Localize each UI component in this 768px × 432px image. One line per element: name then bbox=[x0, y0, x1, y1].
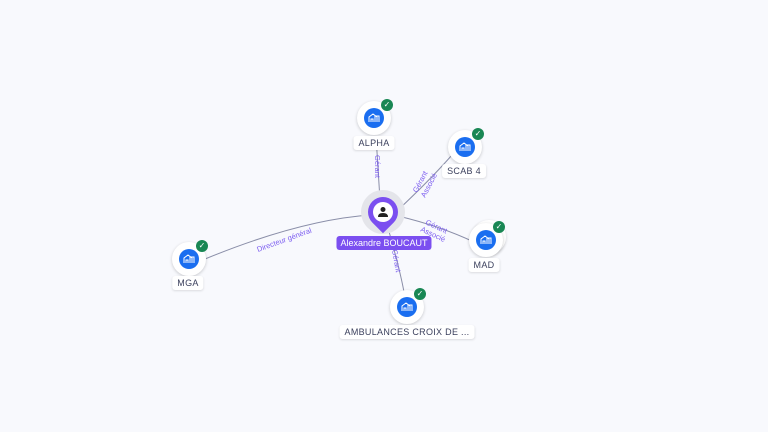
company-node-ambulances[interactable]: ✓ bbox=[390, 288, 426, 324]
edge-label-mga: Directeur général bbox=[256, 226, 313, 254]
company-node-mad[interactable]: ✓ bbox=[469, 221, 505, 257]
building-icon bbox=[476, 230, 496, 250]
company-label-mad[interactable]: MAD bbox=[468, 258, 500, 272]
edge-ambulances bbox=[387, 227, 405, 293]
edge-label-alpha: Gérant bbox=[373, 155, 382, 179]
company-label-ambulances[interactable]: AMBULANCES CROIX DE ... bbox=[339, 325, 475, 339]
building-icon bbox=[364, 108, 384, 128]
building-icon bbox=[179, 249, 199, 269]
person-label[interactable]: Alexandre BOUCAUT bbox=[336, 236, 432, 250]
building-icon bbox=[397, 297, 417, 317]
person-icon bbox=[373, 202, 393, 222]
company-label-alpha[interactable]: ALPHA bbox=[353, 136, 395, 150]
verified-check-icon: ✓ bbox=[414, 288, 426, 300]
verified-check-icon: ✓ bbox=[381, 99, 393, 111]
verified-check-icon: ✓ bbox=[493, 221, 505, 233]
company-node-mga[interactable]: ✓ bbox=[172, 240, 208, 276]
company-label-scab4[interactable]: SCAB 4 bbox=[442, 164, 486, 178]
verified-check-icon: ✓ bbox=[472, 128, 484, 140]
edge-label-ambulances: Gérant bbox=[390, 249, 403, 274]
company-node-scab4[interactable]: ✓ bbox=[448, 128, 484, 164]
edge-mga bbox=[204, 214, 371, 260]
verified-check-icon: ✓ bbox=[196, 240, 208, 252]
company-node-alpha[interactable]: ✓ bbox=[357, 99, 393, 135]
company-label-mga[interactable]: MGA bbox=[172, 276, 204, 290]
edge-mad bbox=[397, 215, 475, 243]
building-icon bbox=[455, 137, 475, 157]
